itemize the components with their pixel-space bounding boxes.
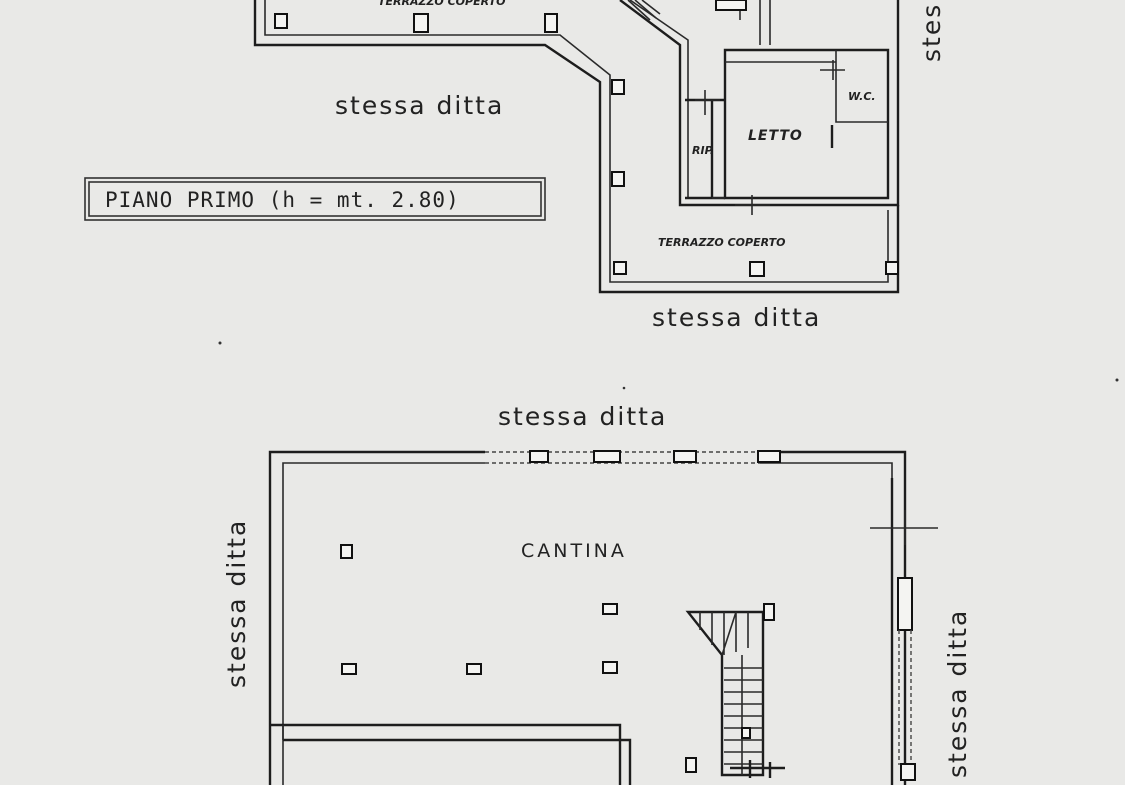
neighbor-label-cellar-left: stessa ditta xyxy=(222,519,251,688)
neighbor-label-cellar-top: stessa ditta xyxy=(498,402,667,431)
neighbor-label-first-floor-bottom: stessa ditta xyxy=(652,303,821,332)
first-floor-plan: TERRAZZO COPERTO stessa ditta stes W.C. … xyxy=(84,0,946,332)
letto-label: LETTO xyxy=(748,128,803,144)
cellar-plan: stessa ditta stessa ditta stessa ditta C… xyxy=(222,402,972,785)
cantina-label: CANTINA xyxy=(521,540,627,562)
neighbor-label-cellar-right: stessa ditta xyxy=(943,609,972,778)
piano-primo-title-box xyxy=(84,177,546,221)
staircase xyxy=(685,603,785,778)
piano-primo-title: PIANO PRIMO (h = mt. 2.80) xyxy=(105,188,460,212)
neighbor-label-top-left: stessa ditta xyxy=(335,91,504,120)
neighbor-label-top-right: stes xyxy=(917,3,946,62)
wc-label: W.C. xyxy=(848,90,876,103)
terrazzo-coperto-top-label: TERRAZZO COPERTO xyxy=(378,0,505,8)
terrazzo-coperto-bottom-label: TERRAZZO COPERTO xyxy=(658,236,785,249)
rip-label: RIP. xyxy=(692,144,714,157)
